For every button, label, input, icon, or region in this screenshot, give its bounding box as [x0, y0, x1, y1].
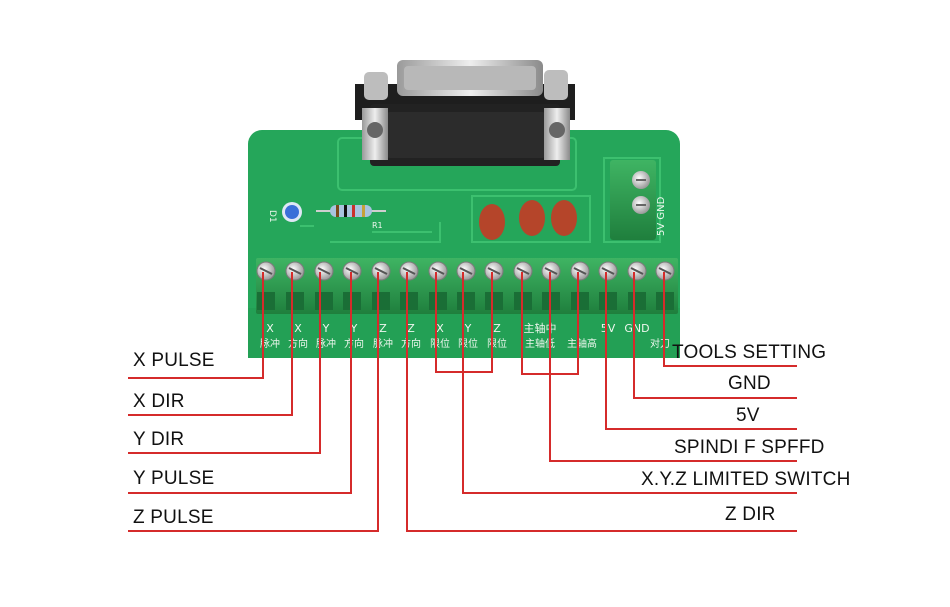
screw-slot: [630, 267, 644, 275]
screw-slot: [573, 267, 587, 275]
terminal-marking-top: Y: [350, 322, 358, 335]
leader-x-pulse: [128, 272, 264, 379]
screw-slot: [459, 267, 473, 275]
label-5v: 5V: [736, 405, 760, 426]
wire-entry-slot: [571, 292, 589, 310]
wire-entry-slot: [628, 292, 646, 310]
label-x-dir: X DIR: [133, 391, 185, 412]
screw-slot: [658, 267, 672, 275]
terminal-marking-top: Z: [379, 322, 387, 335]
leader-5v: [605, 272, 797, 430]
power-block-label: 5V GND: [656, 196, 667, 236]
wire-entry-slot: [257, 292, 275, 310]
screw-slot: [601, 267, 615, 275]
leader-lines: [128, 272, 797, 532]
terminal-marking-top: GND: [624, 322, 649, 335]
label-y-pulse: Y PULSE: [133, 468, 215, 489]
label-spindle-speed: SPINDI F SPFFD: [674, 437, 825, 458]
screw-slot: [402, 267, 416, 275]
terminal-marking-bottom: 限位: [487, 337, 507, 350]
terminal-slots: [257, 292, 674, 310]
wire-entry-slot: [599, 292, 617, 310]
terminal-marking-top: Y: [322, 322, 330, 335]
db-connector: [355, 60, 575, 166]
screw-slot: [288, 267, 302, 275]
label-z-pulse: Z PULSE: [133, 507, 214, 528]
screw-slot: [374, 267, 388, 275]
wire-entry-slot: [457, 292, 475, 310]
terminal-marking-bottom: 方向: [401, 337, 421, 350]
wire-entry-slot: [372, 292, 390, 310]
label-xyz-limit: X.Y.Z LIMITED SWITCH: [641, 469, 851, 490]
terminal-marking-top: X: [436, 322, 444, 335]
terminal-marking-top: Z: [493, 322, 501, 335]
terminal-marking-bottom: 限位: [430, 337, 450, 350]
wire-entry-slot: [315, 292, 333, 310]
label-z-dir: Z DIR: [725, 504, 776, 525]
terminal-marking-top: X: [266, 322, 274, 335]
terminal-marking-bottom: 脉冲: [260, 337, 280, 350]
terminal-marking-bottom: 限位: [458, 337, 478, 350]
wire-entry-slot: [429, 292, 447, 310]
leader-spindle-speed: [549, 272, 797, 462]
terminal-marking-top: X: [294, 322, 302, 335]
terminal-marking-top: Z: [407, 322, 415, 335]
power-terminal: [610, 160, 656, 240]
wire-entry-slot: [286, 292, 304, 310]
terminal-marking-top: 主轴中: [524, 321, 557, 335]
terminal-marking-bottom: 主轴低: [525, 337, 555, 350]
terminal-marking-bottom: 主轴高: [567, 337, 597, 350]
terminal-marking-bottom: 对刀: [650, 337, 670, 350]
screw-slot: [544, 267, 558, 275]
screw-slot: [431, 267, 445, 275]
resistor-ref-label: R1: [372, 221, 383, 230]
leader-xyz-limit: [462, 272, 797, 494]
terminal-marking-bottom: 方向: [344, 337, 364, 350]
screw-slot: [345, 267, 359, 275]
capacitors: [479, 200, 577, 240]
leader-tools-setting: [663, 272, 797, 367]
terminal-screws: [256, 261, 675, 281]
screw-slot: [516, 267, 530, 275]
terminal-marking-top: 5V: [601, 322, 616, 335]
terminal-marking-top: Y: [464, 322, 472, 335]
leader-y-pulse: [128, 272, 352, 494]
label-tools-setting: TOOLS SETTING: [672, 342, 827, 363]
led-ref-label: D1: [267, 210, 277, 223]
label-x-pulse: X PULSE: [133, 350, 215, 371]
wire-entry-slot: [400, 292, 418, 310]
led-component: [282, 202, 302, 222]
leader-y-dir: [128, 272, 321, 454]
resistor-component: [316, 205, 386, 217]
screw-slot: [259, 267, 273, 275]
label-gnd: GND: [728, 373, 771, 394]
terminal-marking-bottom: 脉冲: [373, 337, 393, 350]
screw-slot: [317, 267, 331, 275]
leader-gnd: [633, 272, 797, 399]
screw-slot: [487, 267, 501, 275]
label-y-dir: Y DIR: [133, 429, 185, 450]
leader-z-pulse: [128, 272, 379, 532]
leader-z-dir: [406, 272, 797, 532]
leader-x-dir: [128, 272, 293, 416]
wire-entry-slot: [485, 292, 503, 310]
